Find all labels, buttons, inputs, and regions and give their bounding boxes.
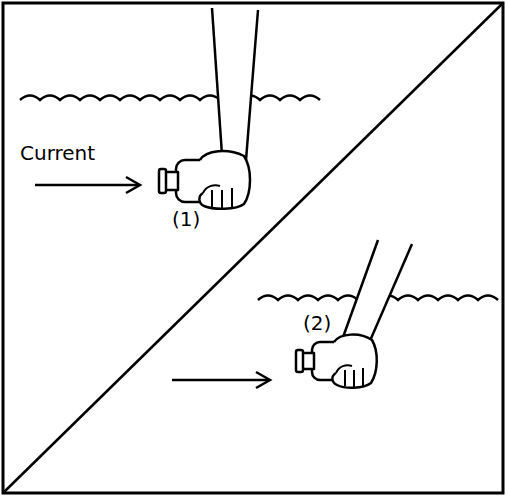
divider-line (3, 3, 503, 493)
hand-with-bottle (296, 240, 412, 388)
water-surface (20, 96, 320, 101)
current-label: Current (20, 142, 95, 164)
hand-with-bottle (159, 8, 258, 209)
callout-number: (1) (172, 208, 200, 230)
callout-number: (2) (303, 312, 331, 334)
current-arrow (172, 372, 270, 388)
frame (3, 3, 503, 493)
current-arrow (35, 177, 140, 193)
